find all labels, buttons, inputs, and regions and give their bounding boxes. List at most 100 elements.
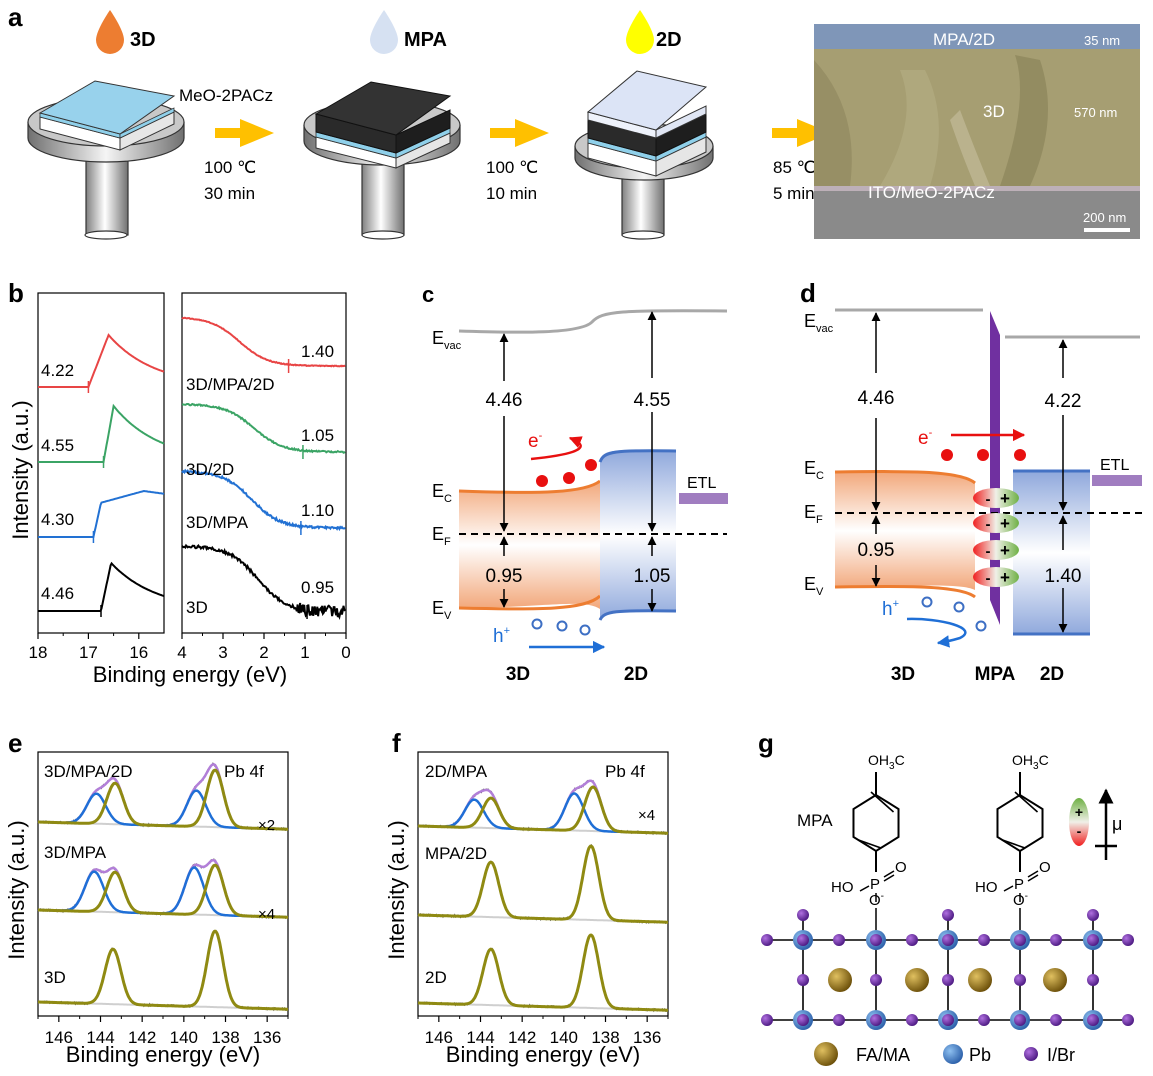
x-tick-label: 4 (177, 643, 186, 662)
spectrum-line-valence (181, 316, 346, 368)
x-axis-label: Binding energy (eV) (93, 662, 287, 687)
evac-label: Evac (432, 328, 462, 352)
drop-icon (626, 10, 654, 54)
ev-label: EV (804, 574, 824, 598)
x-tick-label: 2 (259, 643, 268, 662)
sem-middle-layer: 3D (983, 102, 1005, 121)
x-tick-label: 16 (129, 643, 148, 662)
dipole-minus: - (986, 516, 991, 533)
component-fit-line-pb (38, 863, 288, 919)
x-tick-label: 144 (466, 1028, 494, 1047)
series-label: MPA/2D (425, 844, 487, 863)
series-label: 2D/MPA (425, 762, 488, 781)
dipole-plus: + (1000, 541, 1010, 560)
etl-label: ETL (1100, 457, 1129, 474)
vbm-label: 1.40 (301, 342, 334, 361)
spectrum-line-cutoff (38, 333, 165, 388)
halide-atom (1014, 1014, 1026, 1026)
sem-top-thickness: 35 nm (1084, 33, 1120, 48)
x-tick-label: 144 (86, 1028, 114, 1047)
sem-cross-section: MPA/2D 35 nm 3D 570 nm ITO/MeO-2PACz 200… (814, 24, 1140, 239)
hole (953, 601, 965, 613)
evac-label: Evac (804, 311, 834, 335)
x-tick-label: 138 (211, 1028, 239, 1047)
legend-swatch-fa-ma (814, 1042, 838, 1066)
mu-label: μ (1112, 814, 1122, 834)
halide-atom (906, 1014, 918, 1026)
component-fit-line-pb (418, 785, 668, 835)
vb-offset-2d: 1.40 (1045, 566, 1082, 587)
electron (977, 449, 989, 461)
series-label: 3D (44, 968, 66, 987)
halide-atom (797, 909, 809, 921)
spectrum-line-valence (181, 543, 347, 620)
vacuum-level-line (458, 309, 728, 334)
hydroxyl-label: HO (831, 879, 854, 896)
oxo-label: O (895, 859, 907, 876)
legend-label: FA/MA (856, 1045, 910, 1065)
drop-icon (370, 10, 398, 54)
fa-ma-cation (905, 968, 929, 992)
step-temp: 100 ℃ (204, 158, 256, 177)
interface-dipole: -+ (973, 540, 1019, 560)
spectrum-line-cutoff (38, 489, 165, 538)
hydroxyl-label: HO (975, 879, 998, 896)
molecule-label: MPA (797, 811, 833, 830)
dipole-ellipse (973, 488, 1019, 508)
panel-a: a 3D MPA 2D MeO-2PACz (8, 2, 1140, 240)
halide-atom (1122, 1014, 1134, 1026)
layer-label-2d: 2D (1040, 664, 1064, 685)
panel-label-b: b (8, 278, 24, 308)
halide-atom (978, 1014, 990, 1026)
vb-offset-2d: 1.05 (634, 566, 671, 587)
hole (579, 624, 591, 636)
band-2d (1013, 471, 1090, 635)
series-label: 3D/MPA (44, 843, 107, 862)
electron-reflect-arrow (530, 436, 583, 461)
legend-label: Pb (969, 1045, 991, 1065)
halide-atom (1014, 934, 1026, 946)
dipole-plus: + (1000, 489, 1010, 508)
cutoff-label: 4.55 (41, 436, 74, 455)
dipole-ellipse (973, 513, 1019, 533)
series-label: 3D/2D (186, 460, 234, 479)
phosphorus-label: P (870, 876, 880, 893)
x-tick-label: 138 (591, 1028, 619, 1047)
step-temp: 100 ℃ (486, 158, 538, 177)
core-level-label: Pb 4f (224, 762, 264, 781)
ec-label: EC (432, 481, 452, 505)
core-level-label: Pb 4f (605, 762, 645, 781)
cutoff-label: 4.46 (41, 584, 74, 603)
drop-icon (96, 10, 124, 54)
raw-data-line (37, 930, 289, 1012)
vb-offset-3d: 0.95 (858, 540, 895, 561)
halide-atom (1087, 1014, 1099, 1026)
panel-c: c ETL Evac EC EF EV 4.46 0.95 4.55 1.05 (422, 282, 728, 685)
scale-factor: ×2 (258, 817, 275, 834)
spin-coater-1 (27, 80, 185, 240)
work-function-3d: 4.46 (486, 390, 523, 411)
interface-dipole: -+ (973, 513, 1019, 533)
electron (536, 475, 548, 487)
component-fit-line-pb (418, 844, 668, 924)
scale-factor: ×4 (258, 906, 275, 923)
halide-atom (833, 1014, 845, 1026)
scale-factor: ×4 (638, 807, 655, 824)
panel-label-e: e (8, 728, 22, 758)
halide-atom (797, 974, 809, 986)
hole-label: h+ (493, 625, 510, 647)
drop-2d: 2D (626, 10, 682, 54)
sem-scale-bar (1084, 228, 1130, 232)
x-tick-label: 3 (218, 643, 227, 662)
cutoff-label: 4.30 (41, 510, 74, 529)
spin-coater-3 (574, 70, 714, 240)
raw-data-line (417, 934, 669, 1013)
drop-mpa: MPA (370, 10, 447, 54)
x-tick-label: 142 (508, 1028, 536, 1047)
phosphorus-label: P (1014, 876, 1024, 893)
